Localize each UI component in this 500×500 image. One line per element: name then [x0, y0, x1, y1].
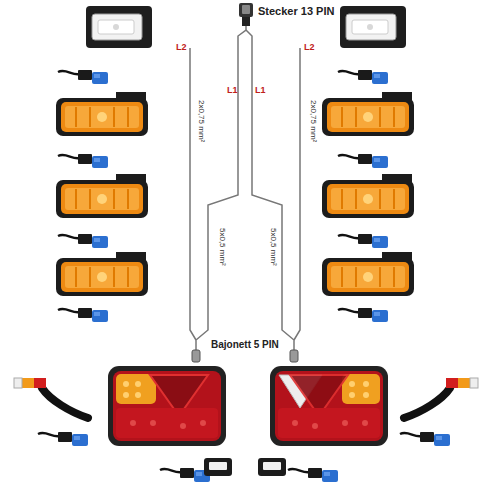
connector-label: Bajonett 5 PIN — [210, 340, 280, 350]
cable-size-label: 5x0,5 mm² — [218, 228, 226, 266]
wire-label: L2 — [304, 43, 315, 52]
cable-size-label: 2x0,75 mm² — [309, 100, 317, 142]
cable-size-label: 2x0,75 mm² — [197, 100, 205, 142]
connector-label: Stecker 13 PIN — [258, 6, 334, 17]
wire-label: L2 — [176, 43, 187, 52]
cable-size-label: 5x0,5 mm² — [269, 228, 277, 266]
wire-label: L1 — [227, 86, 238, 95]
wire-label: L1 — [255, 86, 266, 95]
